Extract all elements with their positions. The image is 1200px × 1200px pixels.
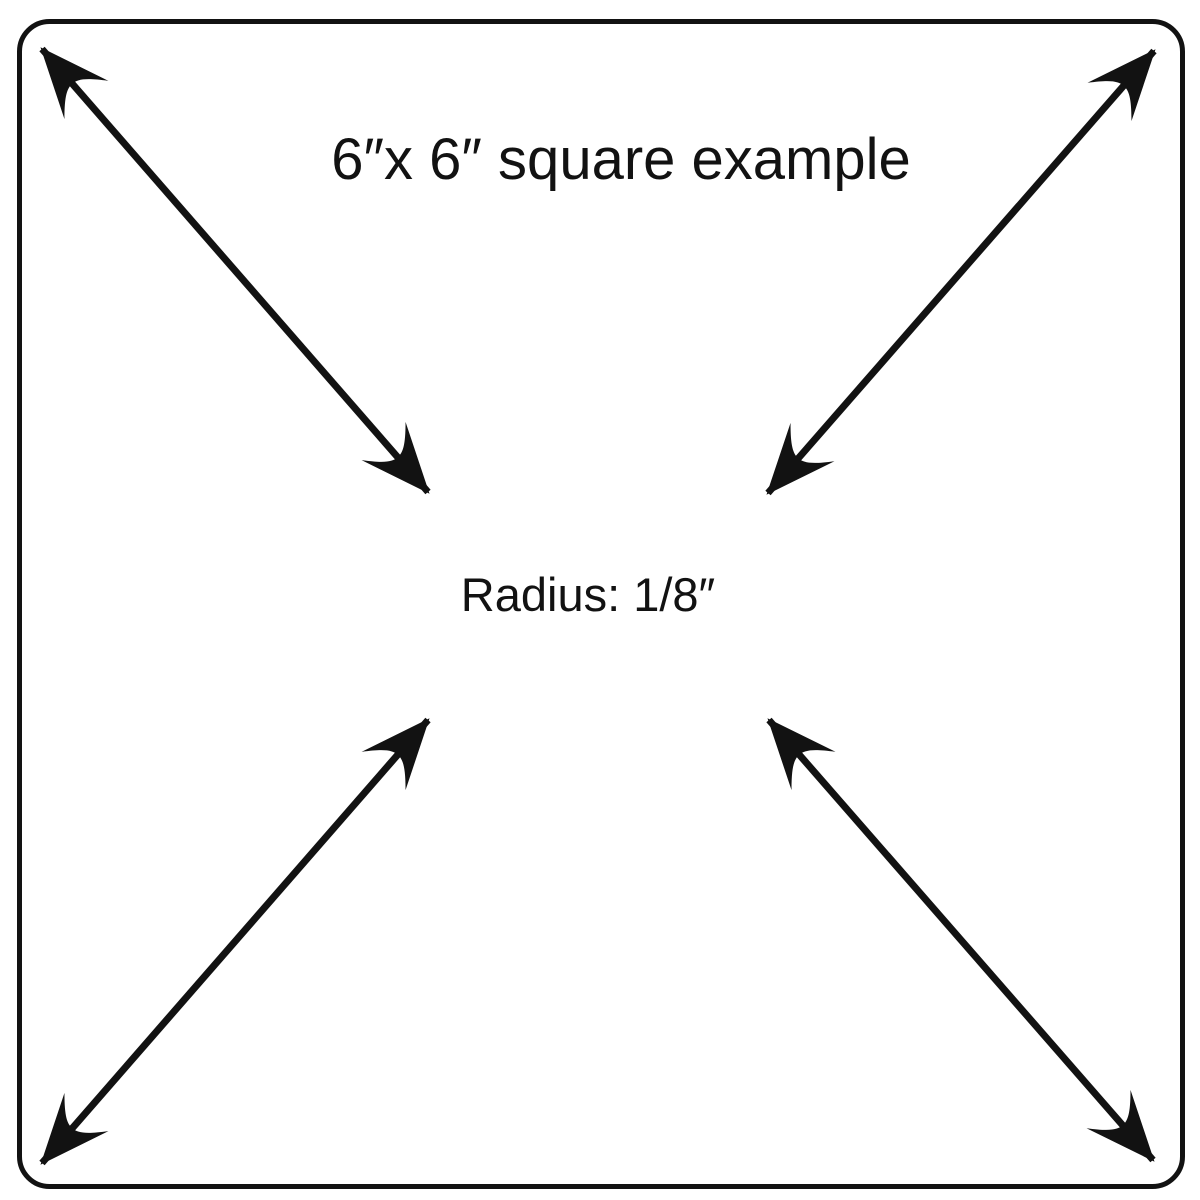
arrow-bottom-left-diagonal — [39, 717, 431, 1166]
arrow-top-left-diagonal — [39, 46, 431, 495]
arrow-bottom-right-diagonal — [766, 717, 1156, 1163]
diagram-title: 6″x 6″ square example — [331, 127, 911, 192]
rounded-square-border — [17, 19, 1185, 1189]
arrow-top-right-diagonal — [765, 48, 1157, 496]
radius-label: Radius: 1/8″ — [461, 568, 715, 621]
